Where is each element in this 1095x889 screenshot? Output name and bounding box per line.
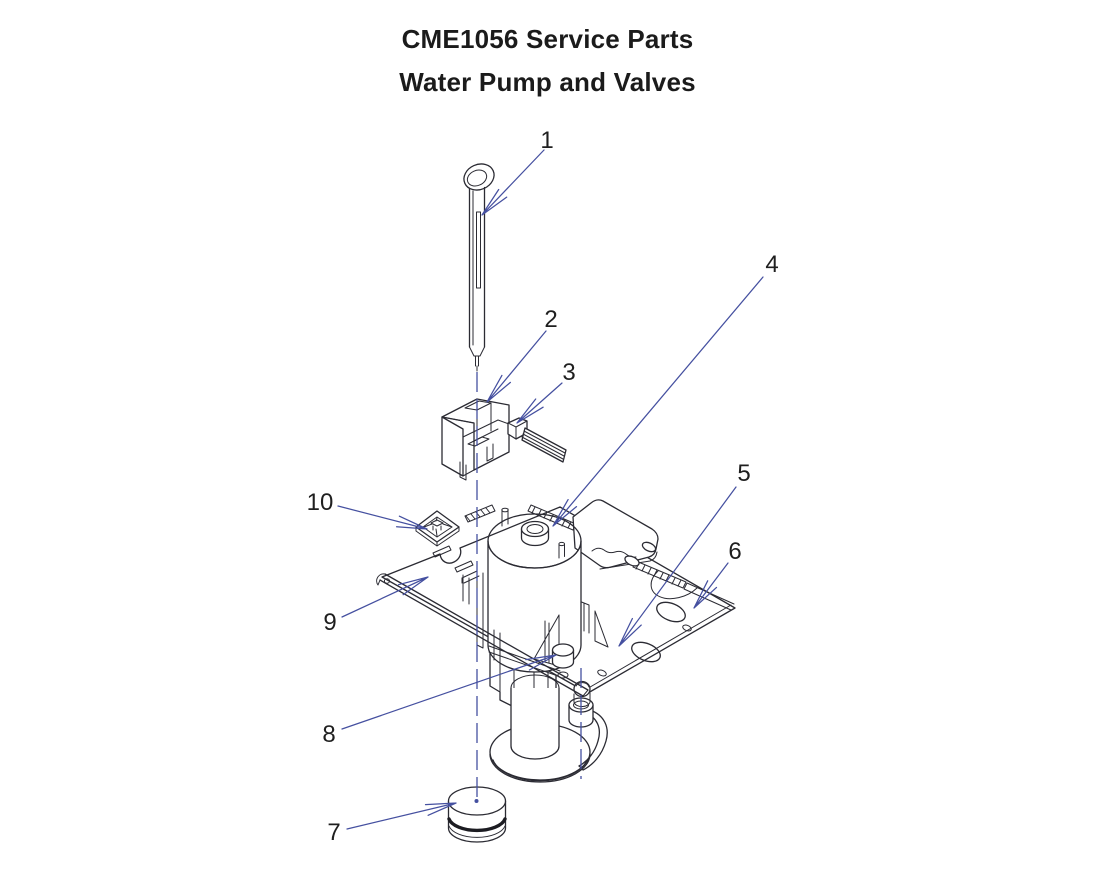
callout-3: 3	[516, 359, 576, 424]
callout-10: 10	[307, 489, 428, 530]
callout-3-number: 3	[562, 359, 575, 386]
callout-1-number: 1	[540, 127, 553, 154]
pump-mount-boss	[551, 643, 575, 679]
callout-7-number: 7	[327, 819, 340, 846]
callout-5: 5	[618, 460, 751, 647]
centerline-end-dot	[474, 799, 479, 803]
square-clip	[415, 510, 460, 547]
pump-lower-housing	[489, 641, 608, 783]
centerlines	[474, 372, 582, 803]
wire-connector	[507, 417, 567, 463]
callout-7: 7	[327, 802, 457, 846]
callout-1: 1	[481, 127, 554, 216]
callouts: 1 2 3 4 5 6 7	[307, 127, 779, 846]
bracket-box	[441, 398, 510, 481]
callout-8: 8	[322, 654, 557, 748]
callout-8-number: 8	[322, 721, 335, 748]
page-title: CME1056 Service Parts	[401, 24, 694, 54]
callout-2-number: 2	[544, 306, 557, 333]
page-subtitle: Water Pump and Valves	[399, 67, 696, 97]
cover-flap	[572, 499, 659, 570]
pump-motor	[487, 507, 582, 673]
callout-9: 9	[323, 576, 429, 636]
callout-6: 6	[693, 538, 742, 609]
callout-4-number: 4	[765, 251, 778, 278]
callout-5-number: 5	[737, 460, 750, 487]
callout-10-number: 10	[307, 489, 334, 516]
callout-4: 4	[552, 251, 779, 527]
callout-2: 2	[486, 306, 558, 403]
filter-disc	[447, 786, 507, 843]
title-block: CME1056 Service Parts Water Pump and Val…	[0, 18, 1095, 104]
float-rod	[463, 163, 495, 372]
callout-9-number: 9	[323, 609, 336, 636]
plate-front-rail	[376, 573, 589, 697]
callout-6-number: 6	[728, 538, 741, 565]
